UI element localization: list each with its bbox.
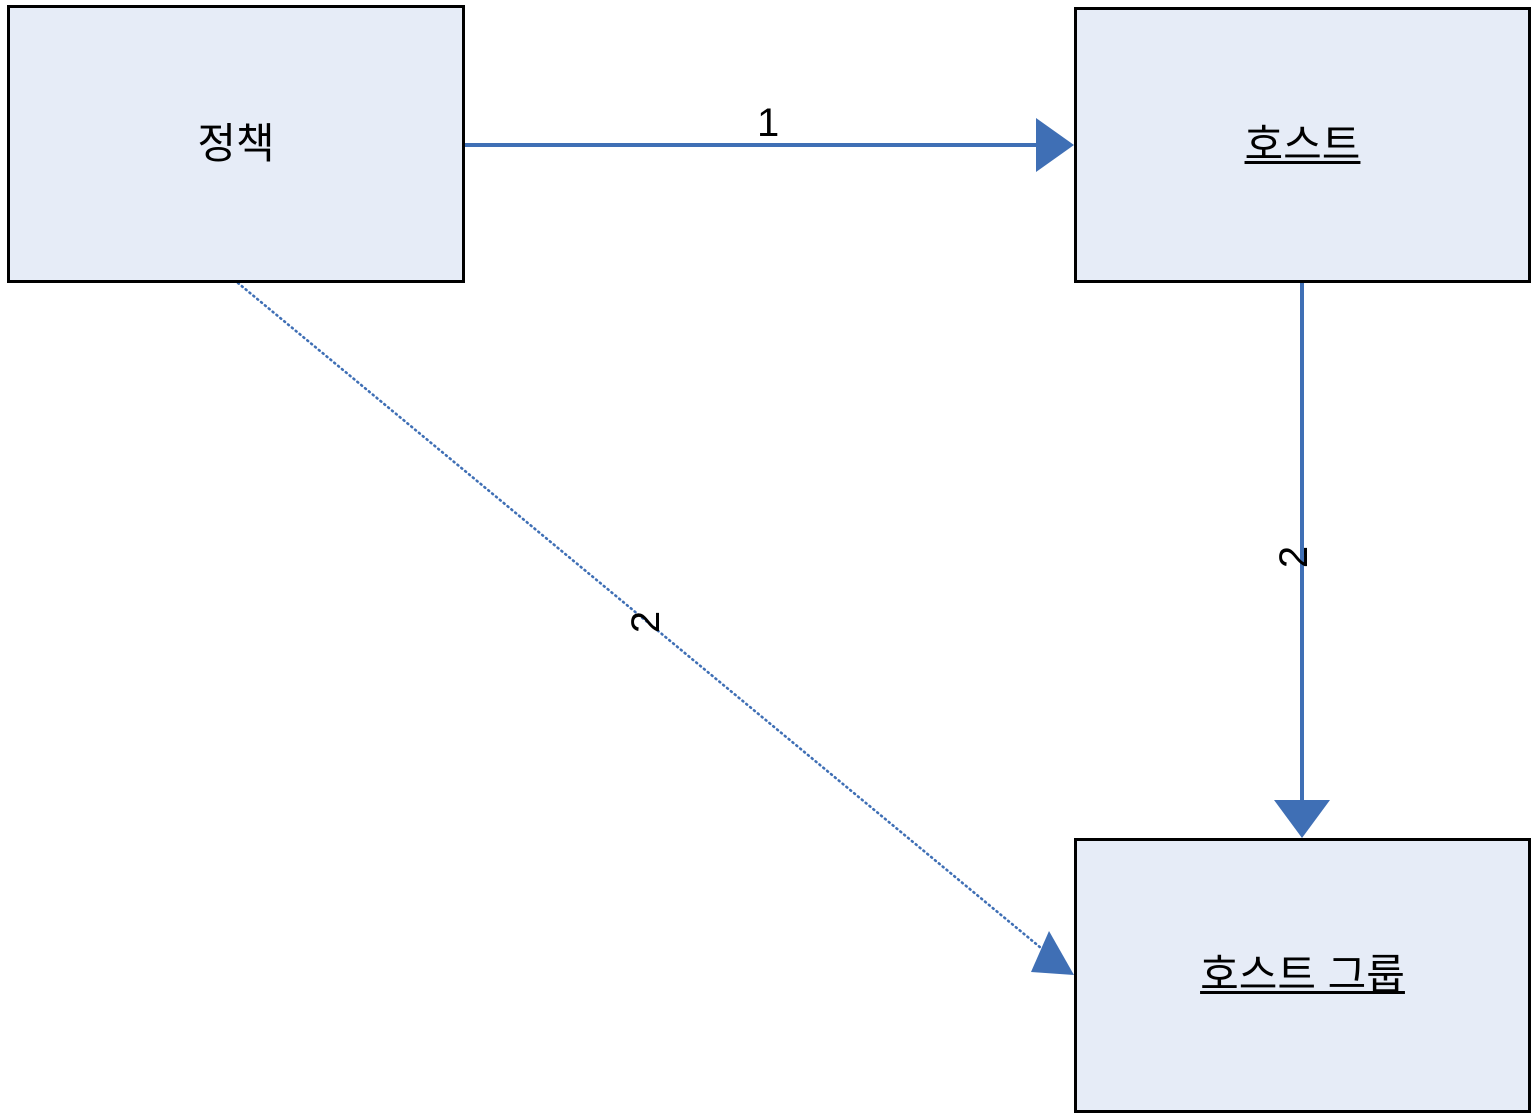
node-host[interactable]: 호스트	[1074, 7, 1531, 283]
node-policy-label: 정책	[197, 119, 275, 167]
node-host-group[interactable]: 호스트 그룹	[1074, 838, 1531, 1113]
edge-label-policy-to-host: 1	[757, 101, 780, 145]
edge-label-policy-to-host-group: 2	[624, 610, 669, 634]
arrowhead-policy-to-host	[1036, 118, 1074, 172]
arrowhead-policy-to-host-group	[1031, 931, 1074, 975]
node-policy[interactable]: 정책	[7, 5, 465, 283]
node-host-group-label: 호스트 그룹	[1200, 951, 1405, 999]
edge-label-host-to-host-group: 2	[1272, 545, 1317, 569]
arrowhead-host-to-host-group	[1274, 800, 1330, 838]
node-host-label: 호스트	[1244, 120, 1361, 168]
